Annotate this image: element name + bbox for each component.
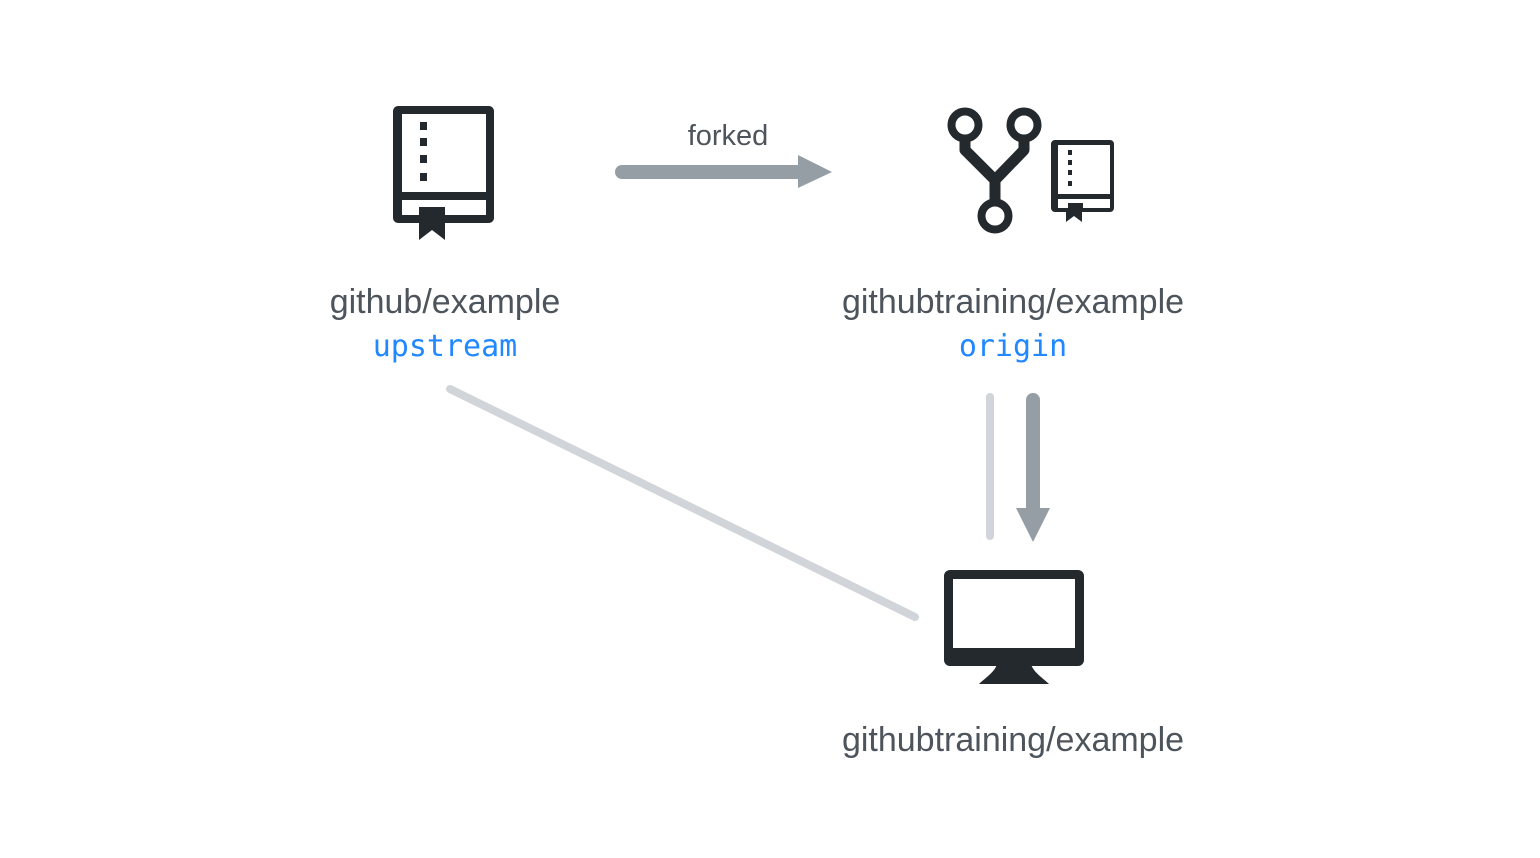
origin-repo-name: githubtraining/example [841,283,1185,321]
upstream-link-line [446,385,919,621]
desktop-computer-icon [944,570,1084,684]
upstream-remote-name: upstream [372,329,518,364]
local-repo-name: githubtraining/example [841,721,1185,759]
repo-book-icon [393,106,494,240]
clone-arrow [1016,393,1050,542]
upstream-repo-name: github/example [329,283,561,321]
repo-forked-icon [947,107,1114,234]
origin-remote-name: origin [958,329,1068,364]
fork-arrow [615,155,832,188]
fork-edge-label: forked [687,120,769,152]
